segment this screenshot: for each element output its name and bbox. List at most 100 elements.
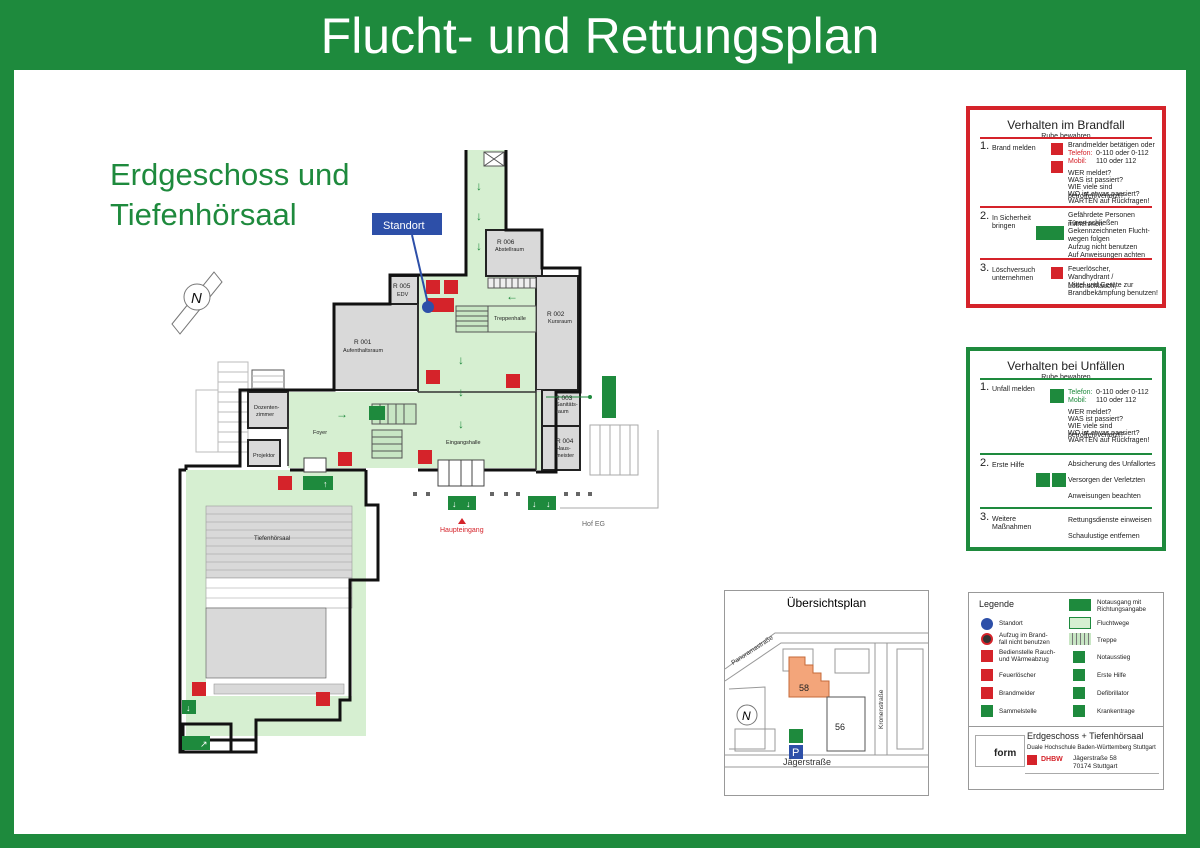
- label-dozentenzimmer-1: Dozenten-: [254, 405, 280, 411]
- legend-standort: Standort: [999, 620, 1023, 627]
- legend-smoke-2: und Wärmeabzug: [999, 656, 1049, 663]
- fire-alarm-button-icon: [981, 687, 993, 699]
- emergency-hatch-icon: [1073, 651, 1085, 663]
- accident-box-rule-top: [980, 378, 1152, 380]
- fire-step3-t2: Wandhydrant / Löschschlauch,: [1068, 274, 1117, 290]
- floor-heading-line2: Tiefenhörsaal: [110, 197, 297, 232]
- north-arrow-icon: N: [171, 271, 223, 335]
- fire-step3-num: 3.: [980, 262, 990, 274]
- overview-map: Übersichtsplan N Panoramastraße Kronenst…: [724, 590, 929, 796]
- fire-alarm-icon: [1050, 142, 1064, 156]
- label-r001-name: Aufenthaltsraum: [343, 348, 383, 354]
- label-tiefenhoersaal: Tiefenhörsaal: [254, 536, 290, 542]
- stairs-icon: [1069, 633, 1091, 645]
- svg-text:↑: ↑: [323, 479, 328, 489]
- accident-box-rule-1: [980, 453, 1152, 455]
- fire-step2-t2: Türen schließen: [1068, 220, 1119, 227]
- exit-signs: [182, 376, 616, 750]
- legend-alarm: Brandmelder: [999, 690, 1036, 697]
- standort-dot: [422, 301, 434, 313]
- aed-leader-dot: [588, 395, 592, 399]
- fire-step1-label: Brand melden: [992, 145, 1036, 152]
- legend-exit-2: Richtungsangabe: [1097, 606, 1147, 613]
- label-haupteingang: Haupteingang: [440, 527, 484, 534]
- svg-text:↓: ↓: [458, 417, 464, 431]
- svg-text:↓: ↓: [476, 179, 482, 193]
- label-r003-name1: Sanitäts-: [556, 402, 578, 408]
- first-aid-legend-icon: [1073, 669, 1085, 681]
- lecture-hall-seats: [205, 505, 353, 695]
- svg-text:↓: ↓: [546, 499, 551, 509]
- assembly-point-icon: [981, 705, 993, 717]
- fire-extinguisher-icon: [1050, 266, 1064, 280]
- fire-step1-q5: WARTEN auf Rückfragen!: [1068, 198, 1150, 205]
- label-r002-name: Kursraum: [548, 319, 572, 325]
- fire-step2-t4: wegen folgen: [1068, 236, 1110, 243]
- accident-step1-q4: WO ist etwas passiert?: [1068, 430, 1140, 437]
- standort-label-box: [372, 213, 442, 235]
- label-r004-num: R 004: [556, 438, 574, 445]
- floor-heading-line1: Erdgeschoss und: [110, 157, 350, 192]
- label-r003-num: R 003: [555, 395, 573, 402]
- label-r003-name2: raum: [556, 409, 569, 415]
- floor-plan: N: [171, 150, 659, 754]
- accident-step1-num: 1.: [980, 381, 990, 393]
- fire-step1-mob-label: Mobil:: [1068, 158, 1087, 165]
- accident-step2-num: 2.: [980, 457, 990, 469]
- label-standort: Standort: [383, 220, 425, 232]
- page-title: Flucht- und Rettungsplan: [0, 0, 1200, 70]
- svg-text:→: →: [336, 407, 348, 421]
- accident-step1-q1: WER meldet?: [1068, 409, 1112, 416]
- fire-step2-t1: Gefährdete Personen mitnehmen: [1068, 212, 1135, 228]
- label-r006-name: Abstellraum: [495, 247, 524, 253]
- fire-step1-tel-label: Telefon:: [1068, 150, 1093, 157]
- svg-text:↓: ↓: [452, 499, 457, 509]
- accident-step1-tel-label: Telefon:: [1068, 389, 1093, 396]
- accident-behavior-box: Verhalten bei Unfällen Ruhe bewahren 1. …: [966, 347, 1166, 551]
- fire-box-rule-top: [980, 137, 1152, 139]
- fire-step1-q4: WO ist etwas passiert?: [1068, 191, 1140, 198]
- fire-step2-label1: In Sicherheit: [992, 215, 1031, 222]
- entrance-dots: [413, 492, 592, 496]
- accident-step1-tel: 0-110 oder 0-112: [1096, 389, 1149, 396]
- fire-step1-q3: WIE viele sind betroffen/verletzt?: [1068, 184, 1124, 200]
- main-entrance-marker: [458, 518, 466, 524]
- accident-step3-t2: Schaulustige entfernen: [1068, 533, 1140, 540]
- emergency-exit-icon: [1036, 226, 1064, 240]
- telephone-icon: [1050, 160, 1064, 174]
- legend-hatch: Notausstieg: [1097, 654, 1131, 661]
- legend-exit-1: Notausgang mit: [1097, 599, 1142, 606]
- overview-street2: Kronenstraße: [878, 689, 885, 729]
- exit-sign-arrows: ↓↓↓↓ ↑↓↗: [186, 479, 551, 749]
- legend-stretcher: Krankentrage: [1097, 708, 1135, 715]
- floor-heading: Erdgeschoss und Tiefenhörsaal: [110, 155, 350, 235]
- accident-step3-label1: Weitere: [992, 516, 1016, 523]
- fire-behavior-box: Verhalten im Brandfall Ruhe bewahren 1. …: [966, 106, 1166, 308]
- svg-text:↓: ↓: [476, 209, 482, 223]
- svg-text:N: N: [191, 290, 202, 307]
- fire-step1-tel: 0-110 oder 0-112: [1096, 150, 1149, 157]
- fire-step3-t3: Mittel und Geräte zur: [1068, 282, 1134, 289]
- form-logo-text: form: [994, 748, 1017, 759]
- fire-step2-num: 2.: [980, 210, 990, 222]
- label-r004-name2: meister: [556, 453, 574, 459]
- escape-arrows: ↓↓↓ ← ↓↓↓ →: [336, 179, 518, 431]
- overview-street3: Jägerstraße: [783, 757, 831, 767]
- legend-defibrillator: Defibrillator: [1097, 690, 1129, 697]
- fire-step2-t6: Auf Anweisungen achten: [1068, 252, 1146, 259]
- exit-direction-icon: [1069, 599, 1091, 611]
- accident-step1-q5: WARTEN auf Rückfragen!: [1068, 437, 1150, 444]
- overview-bldg2: 56: [835, 722, 845, 732]
- fire-step1-text: Brandmelder betätigen oder: [1068, 142, 1155, 149]
- fire-box-rule-2: [980, 258, 1152, 260]
- label-r006-num: R 006: [497, 239, 515, 246]
- dhbw-logo-icon: [1027, 755, 1037, 765]
- standort-icon: [981, 618, 993, 630]
- overview-north-icon: N: [742, 709, 751, 723]
- room-labels: Standort R 006 Abstellraum R 005 EDV Tre…: [253, 220, 605, 542]
- overview-parking: P: [792, 747, 799, 759]
- label-r005-name: EDV: [397, 292, 409, 298]
- fire-step1-q2: WAS ist passiert?: [1068, 177, 1123, 184]
- fire-step3-label2: unternehmen: [992, 275, 1034, 282]
- legend-title: Legende: [979, 599, 1015, 609]
